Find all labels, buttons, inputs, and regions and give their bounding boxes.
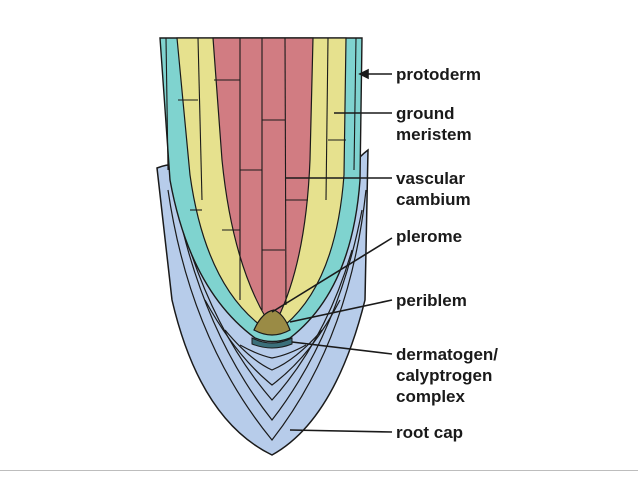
label-dermatogen-calyptrogen: dermatogen/ calyptrogen complex <box>396 345 499 406</box>
label-vascular-cambium: vascular cambium <box>396 169 471 209</box>
leader-lines <box>271 68 393 433</box>
label-periblem: periblem <box>396 291 467 310</box>
root-cap-layers <box>167 189 367 441</box>
label-ground-meristem: ground meristem <box>396 104 472 144</box>
dermatogen-band <box>251 337 293 349</box>
leader-periblem <box>289 299 393 323</box>
leader-plerome <box>271 237 393 313</box>
label-plerome: plerome <box>396 227 463 246</box>
meristem-center <box>253 309 291 336</box>
bottom-divider <box>0 470 638 471</box>
leader-root-cap <box>289 429 393 433</box>
label-root-cap: root cap <box>396 423 464 442</box>
label-protoderm: protoderm <box>396 65 481 84</box>
leader-dermatogen <box>291 341 393 355</box>
cell-walls <box>165 37 357 310</box>
